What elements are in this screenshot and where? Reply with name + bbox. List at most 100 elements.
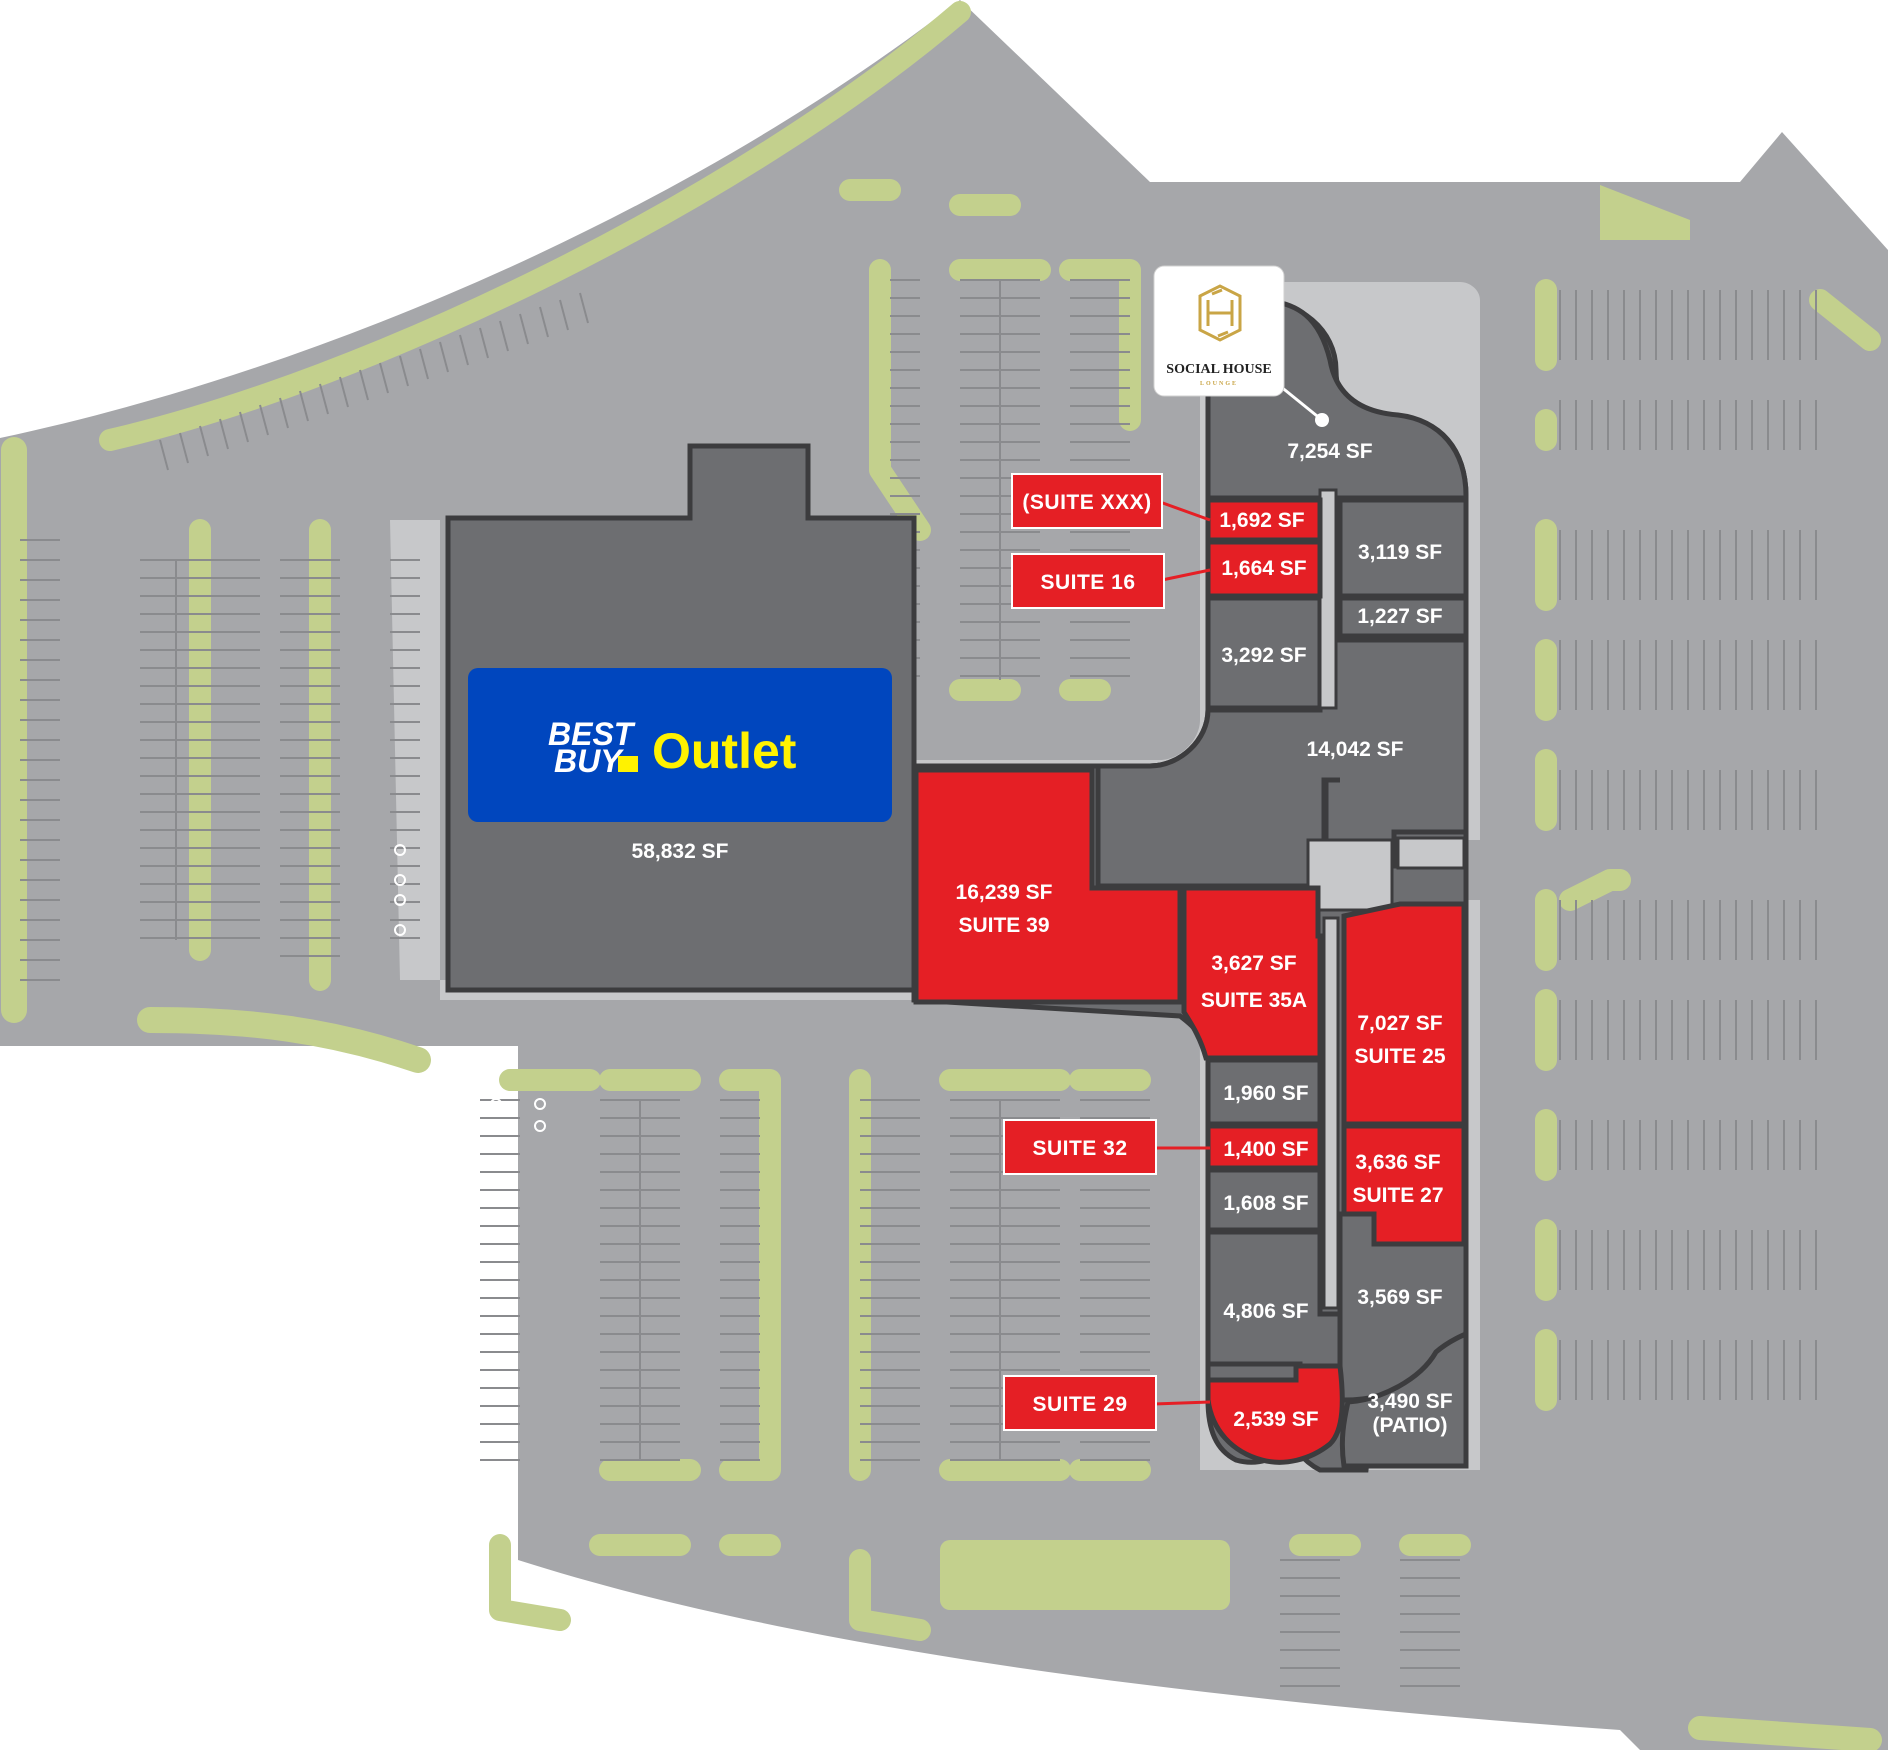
brand-best: BEST — [548, 716, 636, 752]
parking-stall-line — [419, 348, 429, 380]
unit-2539[interactable] — [1205, 1363, 1345, 1465]
parking-stall-line — [559, 299, 569, 331]
label-3636: 3,636 SF — [1355, 1151, 1440, 1174]
parking-stall-line — [539, 306, 549, 338]
unit-7027[interactable] — [1341, 901, 1467, 1127]
label-7254: 7,254 SF — [1287, 440, 1372, 463]
parking-stall-line — [319, 383, 329, 415]
parking-stall-line — [519, 313, 529, 345]
parking-stall-line — [439, 341, 449, 373]
parking-stall-line — [259, 404, 269, 436]
parking-stall-line — [339, 376, 349, 408]
service-court — [1306, 838, 1394, 912]
label-1960: 1,960 SF — [1223, 1082, 1308, 1105]
label-7027: 7,027 SF — [1357, 1012, 1442, 1035]
label-16239: 16,239 SF — [956, 881, 1053, 904]
label-14042: 14,042 SF — [1307, 738, 1404, 761]
landscape-strip-north — [99, 1, 971, 451]
accessible-parking-icon — [490, 1120, 502, 1132]
unit-3627[interactable] — [1181, 885, 1323, 1061]
callout-suite-32-text: SUITE 32 — [1032, 1137, 1127, 1160]
service-box — [1396, 836, 1466, 870]
accessible-parking-icon — [394, 924, 406, 936]
label-3490: 3,490 SF — [1367, 1390, 1452, 1413]
label-7027-suite: SUITE 25 — [1354, 1045, 1445, 1068]
callout-suite-29-text: SUITE 29 — [1032, 1393, 1127, 1416]
social-house-name: SOCIAL HOUSE — [1166, 362, 1271, 377]
unit-3119[interactable] — [1337, 497, 1469, 599]
label-1608: 1,608 SF — [1223, 1192, 1308, 1215]
parking-stall-lines — [20, 279, 1817, 1687]
parking-stall-line — [179, 432, 189, 464]
accessible-parking-icon — [394, 894, 406, 906]
social-house-sub: LOUNGE — [1200, 381, 1238, 387]
callout-suite-32[interactable]: SUITE 32 — [1003, 1119, 1157, 1175]
service-corridor — [1318, 488, 1338, 710]
label-1664: 1,664 SF — [1221, 557, 1306, 580]
label-3292: 3,292 SF — [1221, 644, 1306, 667]
accessible-parking-icon — [394, 874, 406, 886]
service-corridor-south — [1322, 916, 1340, 1310]
brand-outlet: Outlet — [652, 723, 797, 779]
landscape-triangle — [1600, 185, 1690, 240]
label-4806: 4,806 SF — [1223, 1300, 1308, 1323]
parking-stall-line — [459, 334, 469, 366]
label-3627: 3,627 SF — [1211, 952, 1296, 975]
parking-stall-line — [479, 327, 489, 359]
landscape-islands — [189, 179, 1881, 1641]
accessible-parking-icons — [394, 844, 546, 1132]
landscape-strip-south — [1688, 1716, 1882, 1750]
callout-suite-16[interactable]: SUITE 16 — [1011, 553, 1165, 609]
parking-stall-line — [199, 425, 209, 457]
accessible-parking-icon — [534, 1098, 546, 1110]
anchor-area-label: 58,832 SF — [632, 840, 729, 863]
social-house-monogram-icon — [1198, 284, 1242, 342]
leased-units — [1095, 497, 1469, 1469]
unit-3490[interactable] — [1339, 1330, 1469, 1469]
callout-leaders — [1153, 500, 1211, 1406]
parking-stall-line — [379, 362, 389, 394]
social-house-card[interactable]: SOCIAL HOUSE LOUNGE — [1153, 265, 1329, 427]
unit-labels: 7,254 SF 1,692 SF 1,664 SF 3,119 SF 1,22… — [956, 440, 1453, 1437]
label-3636-suite: SUITE 27 — [1352, 1184, 1443, 1207]
accessible-parking-icon — [534, 1120, 546, 1132]
label-16239-suite: SUITE 39 — [958, 914, 1049, 937]
landscape-lawn — [940, 1540, 1230, 1610]
unit-1227[interactable] — [1337, 595, 1469, 639]
accessible-parking-icon — [394, 844, 406, 856]
unit-14042[interactable] — [1095, 637, 1469, 889]
unit-3292[interactable] — [1205, 595, 1323, 711]
parking-stall-line — [159, 439, 169, 471]
callout-suite-16-text: SUITE 16 — [1040, 571, 1135, 594]
landscape-strip-south-west — [137, 1007, 431, 1073]
parking-stall-line — [279, 397, 289, 429]
label-1692: 1,692 SF — [1219, 509, 1304, 532]
label-3490-note: (PATIO) — [1372, 1414, 1447, 1437]
unit-3636[interactable] — [1341, 1123, 1467, 1247]
parking-stall-line — [299, 390, 309, 422]
accessible-parking-icon — [490, 1098, 502, 1110]
label-3569: 3,569 SF — [1357, 1286, 1442, 1309]
best-buy-tag-icon — [618, 756, 638, 772]
parking-stall-line — [399, 355, 409, 387]
parking-stall-line — [239, 411, 249, 443]
callout-suite-29[interactable]: SUITE 29 — [1003, 1375, 1157, 1431]
label-3119: 3,119 SF — [1358, 541, 1442, 564]
brand-panel — [468, 668, 892, 822]
pin-dot-icon — [1315, 413, 1329, 427]
callout-suite-xxx[interactable]: (SUITE XXX) — [1011, 473, 1163, 529]
label-3627-suite: SUITE 35A — [1201, 989, 1307, 1012]
parking-stall-line — [219, 418, 229, 450]
best-buy-outlet-sign: BEST BUY Outlet — [468, 668, 892, 822]
label-1227: 1,227 SF — [1357, 605, 1442, 628]
parking-stall-line — [359, 369, 369, 401]
available-units — [913, 497, 1467, 1465]
unit-16239[interactable] — [913, 767, 1183, 1005]
label-2539: 2,539 SF — [1233, 1408, 1318, 1431]
callout-suite-xxx-text: (SUITE XXX) — [1022, 491, 1151, 514]
parking-stall-line — [499, 320, 509, 352]
label-1400: 1,400 SF — [1223, 1138, 1308, 1161]
parking-stall-line — [579, 292, 589, 324]
unit-1664[interactable] — [1205, 539, 1323, 599]
